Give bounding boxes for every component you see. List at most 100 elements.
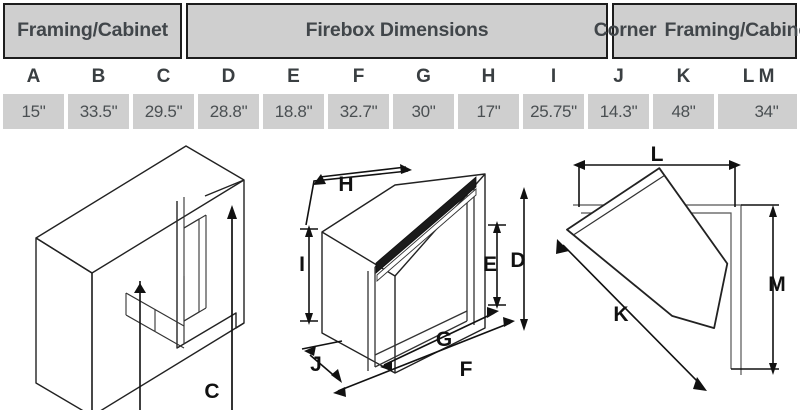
column-letter-j: J (588, 62, 649, 92)
value-cell-b: 33.5" (68, 94, 129, 129)
dimension-h (305, 166, 409, 226)
dimension-label-m: M (768, 273, 786, 296)
value-cell-e: 18.8" (263, 94, 324, 129)
dimension-label-g: G (436, 328, 452, 351)
value-cell-c: 29.5" (133, 94, 194, 129)
column-letter-b: B (68, 62, 129, 92)
dimension-h-arrowhead-right (400, 164, 412, 174)
dimension-label-i: I (299, 253, 305, 276)
group-header-framing-cabinet-label: Framing/Cabinet (17, 19, 168, 42)
value-cell-i-text: 25.75" (530, 101, 577, 121)
value-cell-h: 17" (458, 94, 519, 129)
dimension-a-arrows (134, 283, 146, 293)
dimension-k-arrowhead-end (693, 377, 707, 391)
dimension-l-arrowhead-right (729, 160, 741, 170)
column-letter-d: D (198, 62, 259, 92)
dimension-g (383, 312, 495, 366)
group-header-corner-line2: Framing/Cabinet (664, 19, 800, 42)
column-letter-k: K (653, 62, 714, 92)
column-letter-b-text: B (91, 66, 106, 87)
value-cell-f: 32.7" (328, 94, 389, 129)
table-letter-row: A B C D E F G H I J K L M (0, 62, 800, 92)
value-cell-e-text: 18.8" (274, 101, 313, 121)
value-cell-h-text: 17" (476, 101, 501, 121)
corner-framing-svg: L M K (556, 143, 786, 391)
dimension-label-d: D (510, 249, 525, 272)
diagram-firebox: H I J (280, 133, 535, 410)
framing-cabinet-svg: A C B (35, 145, 245, 410)
value-cell-g-text: 30" (411, 101, 436, 121)
dimension-c-arrowhead-top (227, 205, 237, 219)
table-value-row: 15" 33.5" 29.5" 28.8" 18.8" 32.7" 30" 17… (0, 94, 800, 129)
column-letter-l-text: L (742, 66, 755, 87)
value-cell-k: 48" (653, 94, 714, 129)
diagram-framing-cabinet: A C B (0, 133, 280, 410)
dimensions-table: Framing/Cabinet Firebox Dimensions Corne… (0, 0, 800, 133)
dimension-g-arrowhead-left (380, 361, 392, 371)
corner-firebox-inner (573, 175, 665, 236)
dimension-label-j: J (310, 353, 322, 376)
value-cell-j-text: 14.3" (599, 101, 638, 121)
value-cell-i: 25.75" (523, 94, 584, 129)
framing-recess (125, 197, 207, 349)
column-letter-a: A (3, 62, 64, 92)
dimension-m-arrowhead-top (769, 205, 777, 217)
dimension-f-arrowhead-right (503, 317, 515, 327)
column-letter-g-text: G (416, 66, 431, 87)
column-letter-m: M (736, 62, 797, 92)
group-header-firebox-dimensions: Firebox Dimensions (186, 3, 608, 59)
dimension-i-arrowhead-bottom (305, 313, 313, 325)
dimension-d-arrowhead-bottom (520, 319, 528, 331)
column-letter-i: I (523, 62, 584, 92)
group-header-firebox-dimensions-label: Firebox Dimensions (305, 19, 489, 42)
column-letter-k-text: K (676, 66, 691, 87)
dimension-l-arrowhead-left (573, 160, 585, 170)
firebox-svg: H I J (299, 164, 528, 397)
value-cell-m-text: 34" (754, 101, 779, 121)
value-cell-k-text: 48" (671, 101, 696, 121)
value-cell-d-text: 28.8" (209, 101, 248, 121)
dimension-d-arrowhead-top (520, 187, 528, 199)
column-letter-j-text: J (613, 66, 624, 87)
value-cell-c-text: 29.5" (144, 101, 183, 121)
table-group-header-row: Framing/Cabinet Firebox Dimensions Corne… (0, 0, 800, 62)
column-letter-m-text: M (758, 66, 775, 87)
dimension-f (337, 322, 511, 392)
column-letter-f-text: F (352, 66, 365, 87)
column-letter-e: E (263, 62, 324, 92)
dimension-k (562, 244, 702, 386)
dimension-label-c: C (204, 380, 219, 403)
value-cell-d: 28.8" (198, 94, 259, 129)
group-header-corner-framing-cabinet: Corner Framing/Cabinet (594, 3, 800, 59)
group-header-corner-line1: Corner (593, 19, 657, 42)
dimension-a-leader (139, 281, 141, 410)
dimension-f-arrowhead-left (333, 387, 346, 397)
column-letter-a-text: A (26, 66, 41, 87)
dimension-l (578, 164, 736, 207)
column-letter-h: H (458, 62, 519, 92)
dimension-label-f: F (460, 358, 473, 381)
dimension-k-arrowhead-start (556, 239, 569, 254)
group-header-framing-cabinet: Framing/Cabinet (3, 3, 182, 59)
column-letter-g: G (393, 62, 454, 92)
corner-firebox-body (566, 167, 729, 330)
diagram-row: A C B (0, 133, 800, 410)
value-cell-f-text: 32.7" (339, 101, 378, 121)
dimension-e-arrowhead-bottom (493, 297, 501, 309)
firebox-lintel-face (376, 188, 477, 282)
value-cell-b-text: 33.5" (79, 101, 118, 121)
value-cell-j: 14.3" (588, 94, 649, 129)
value-cell-a: 15" (3, 94, 64, 129)
value-cell-m: 34" (736, 94, 797, 129)
value-cell-g: 30" (393, 94, 454, 129)
dimension-h-arrowhead-left (313, 174, 326, 185)
column-letter-d-text: D (221, 66, 236, 87)
column-letter-l: L (718, 62, 779, 92)
dimension-j-arrowhead-a (304, 346, 316, 356)
column-letter-h-text: H (481, 66, 496, 87)
firebox-lintel-shadow (375, 176, 477, 274)
dimension-label-k: K (613, 303, 628, 326)
column-letter-i-text: I (550, 66, 557, 87)
column-letter-c: C (133, 62, 194, 92)
